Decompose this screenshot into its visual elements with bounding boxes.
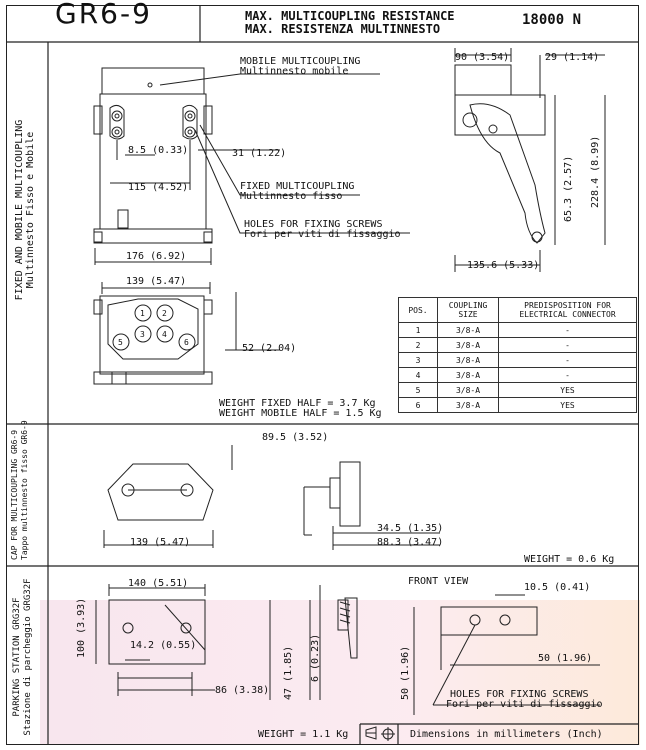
table-cell: 3/8-A (437, 397, 499, 413)
dim-6: 6 (0.23) (310, 633, 321, 682)
mobile-multicoupling-label: MOBILE MULTICOUPLING (240, 56, 361, 67)
holes-fixing-label-it: Fori per viti di fissaggio (244, 229, 401, 240)
dim-14-2: 14.2 (0.55) (130, 640, 197, 651)
holes-fixing-label: HOLES FOR FIXING SCREWS (244, 219, 383, 230)
port-number-5: 5 (118, 338, 123, 347)
mobile-multicoupling-label-it: Multinnesto mobile (240, 66, 349, 77)
table-cell: YES (498, 382, 637, 398)
dim-228-4: 228.4 (8.99) (590, 135, 601, 208)
dim-29: 29 (1.14) (545, 52, 600, 63)
dim-8-5: 8.5 (0.33) (128, 145, 189, 156)
dim-89-5: 89.5 (3.52) (262, 432, 329, 443)
dim-50-horizontal: 50 (1.96) (538, 653, 593, 664)
table-cell: 5 (398, 382, 438, 398)
background-tint (40, 600, 640, 745)
table-cell: 3 (398, 352, 438, 368)
table-cell: 3/8-A (437, 337, 499, 353)
table-cell: - (498, 352, 637, 368)
model-title: GR6-9 (55, 0, 152, 30)
dim-10-5: 10.5 (0.41) (524, 582, 591, 593)
cap-weight: WEIGHT = 0.6 Kg (524, 554, 615, 565)
dim-90: 90 (3.54) (455, 52, 510, 63)
dim-65-3: 65.3 (2.57) (563, 155, 574, 222)
table-cell: - (498, 322, 637, 338)
dimensions-note: Dimensions in millimeters (Inch) (410, 729, 603, 740)
section2-side-label-en: CAP FOR MULTICOUPLING GR6-9 (10, 429, 19, 560)
section3-side-label-it: Stazione di parcheggio GRG32F (23, 578, 33, 736)
port-number-4: 4 (162, 330, 167, 339)
fixed-multicoupling-label: FIXED MULTICOUPLING (240, 181, 355, 192)
dim-100: 100 (3.93) (76, 597, 87, 658)
table-cell: YES (498, 397, 637, 413)
section1-side-label-en: FIXED AND MOBILE MULTICOUPLING (14, 119, 25, 301)
table-cell: - (498, 337, 637, 353)
dim-cap-139: 139 (5.47) (130, 537, 191, 548)
table-cell: 3/8-A (437, 382, 499, 398)
port-number-3: 3 (140, 330, 145, 339)
fixed-multicoupling-label-it: Multinnesto fisso (240, 191, 343, 202)
outer-frame (6, 5, 639, 745)
table-cell: 6 (398, 397, 438, 413)
max-force-value: 18000 N (522, 12, 582, 28)
dim-31: 31 (1.22) (232, 148, 287, 159)
resistance-title-it: MAX. RESISTENZA MULTINNESTO (245, 22, 441, 36)
section3-side-label: PARKING STATION GRG32F Stazione di parch… (12, 572, 34, 742)
section1-side-label: FIXED AND MOBILE MULTICOUPLING Multinnes… (14, 100, 36, 320)
dim-139: 139 (5.47) (126, 276, 187, 287)
port-number-1: 1 (140, 309, 145, 318)
section2-side-label: CAP FOR MULTICOUPLING GR6-9 Tappo multin… (10, 420, 30, 560)
dim-52: 52 (2.04) (242, 343, 297, 354)
table-cell: 3/8-A (437, 367, 499, 383)
dim-86: 86 (3.38) (215, 685, 270, 696)
table-cell: 4 (398, 367, 438, 383)
dim-50-vertical: 50 (1.96) (400, 645, 411, 700)
table-header-row: POS. COUPLING SIZE PREDISPOSITION FOR EL… (398, 297, 637, 323)
port-number-2: 2 (162, 309, 167, 318)
section2-side-label-it: Tappo multinnesto fisso GR6-9 (20, 420, 29, 560)
section3-side-label-en: PARKING STATION GRG32F (12, 597, 22, 717)
weight-fixed-half: WEIGHT FIXED HALF = 3.7 Kg (219, 398, 376, 409)
table-cell: 2 (398, 337, 438, 353)
resistance-title-en: MAX. MULTICOUPLING RESISTANCE (245, 9, 455, 23)
table-cell: 1 (398, 322, 438, 338)
dim-88-3: 88.3 (3.47) (377, 537, 444, 548)
dim-34-5: 34.5 (1.35) (377, 523, 444, 534)
table-cell: - (498, 367, 637, 383)
parking-holes-label: HOLES FOR FIXING SCREWS (450, 689, 589, 700)
front-view-label: FRONT VIEW (408, 576, 469, 587)
table-cell: 3/8-A (437, 322, 499, 338)
table-header-connector: PREDISPOSITION FOR ELECTRICAL CONNECTOR (498, 297, 637, 323)
port-number-6: 6 (184, 338, 189, 347)
section1-side-label-it: Multinnesto Fisso e Mobile (25, 131, 36, 289)
coupling-position-table: POS. COUPLING SIZE PREDISPOSITION FOR EL… (398, 297, 637, 413)
dim-176: 176 (6.92) (126, 251, 187, 262)
table-header-pos: POS. (398, 297, 438, 323)
dim-135-6: 135.6 (5.33) (467, 260, 540, 271)
parking-holes-label-it: Fori per viti di fissaggio (446, 699, 603, 710)
weight-mobile-half: WEIGHT MOBILE HALF = 1.5 Kg (219, 408, 382, 419)
dim-115: 115 (4.52) (128, 182, 189, 193)
dim-140: 140 (5.51) (128, 578, 189, 589)
parking-weight: WEIGHT = 1.1 Kg (258, 729, 349, 740)
table-header-size: COUPLING SIZE (437, 297, 499, 323)
table-cell: 3/8-A (437, 352, 499, 368)
dim-47: 47 (1.85) (283, 645, 294, 700)
